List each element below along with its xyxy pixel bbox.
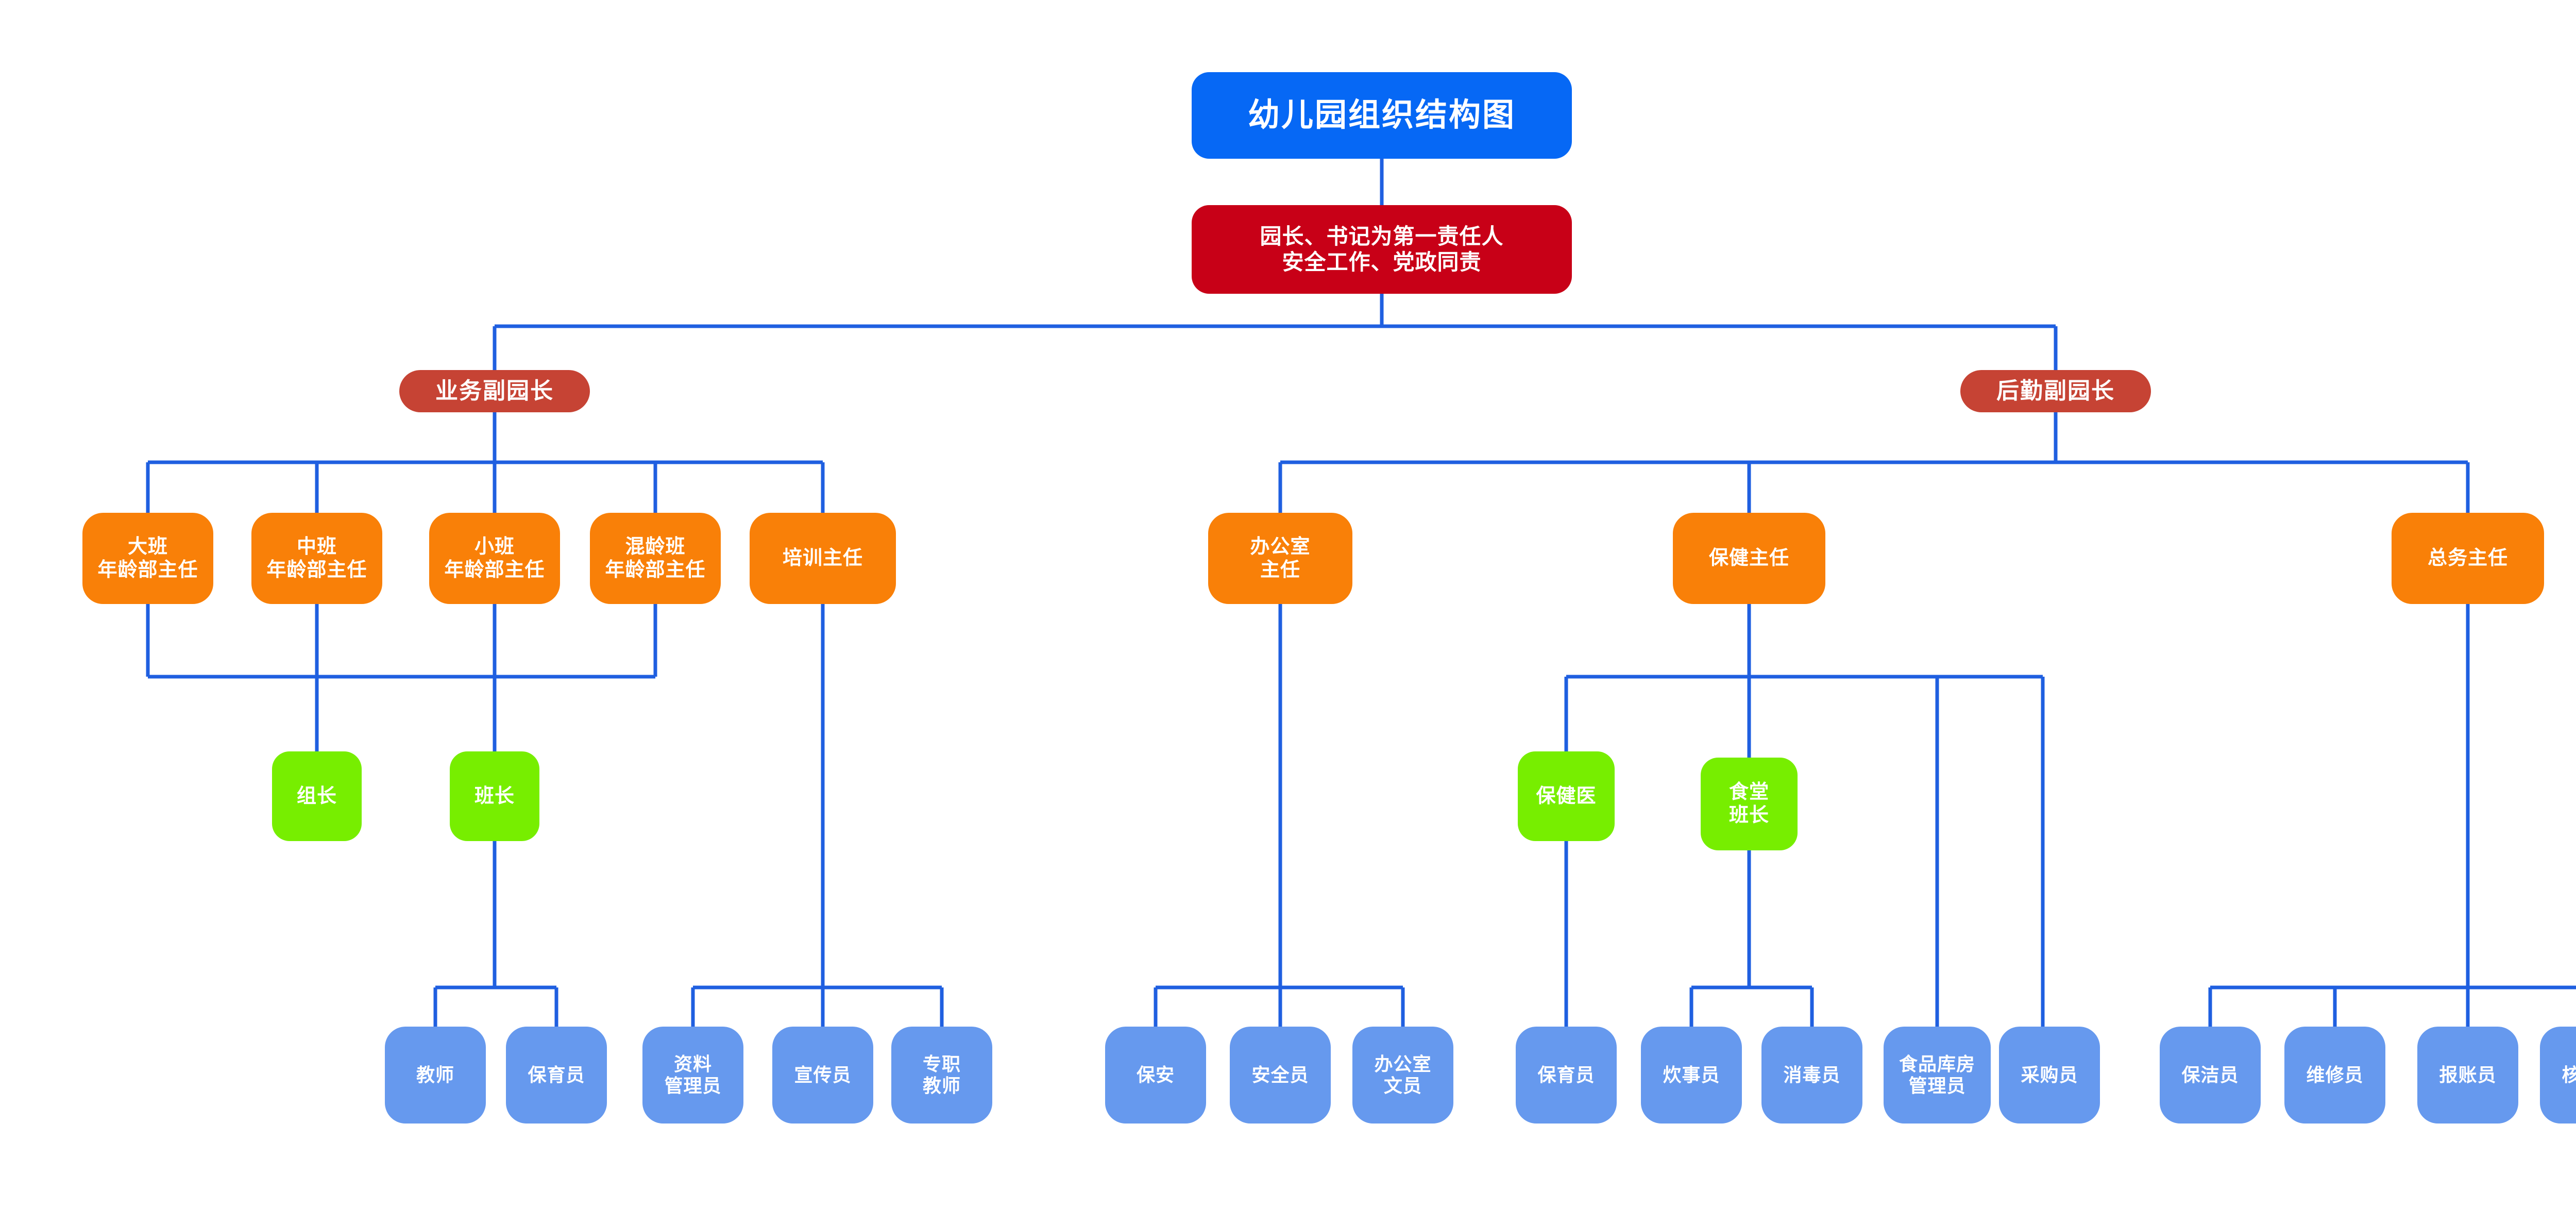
node-staff-publicist[interactable]: 宣传员 (772, 1027, 873, 1124)
node-root-title[interactable]: 幼儿园组织结构图 (1192, 72, 1572, 159)
node-staff-office-clerk[interactable]: 办公室 文员 (1352, 1027, 1453, 1124)
node-leader-class[interactable]: 班长 (450, 751, 539, 841)
node-staff-safety-officer[interactable]: 安全员 (1230, 1027, 1331, 1124)
node-staff-repairman[interactable]: 维修员 (2284, 1027, 2385, 1124)
node-staff-purchaser[interactable]: 采购员 (1999, 1027, 2100, 1124)
node-director-small-class[interactable]: 小班 年龄部主任 (429, 513, 560, 604)
node-staff-accountant-reporting[interactable]: 报账员 (2417, 1027, 2518, 1124)
node-director-big-class[interactable]: 大班 年龄部主任 (82, 513, 213, 604)
node-staff-fulltime-teacher[interactable]: 专职 教师 (891, 1027, 992, 1124)
node-vice-principal-business[interactable]: 业务副园长 (399, 370, 590, 412)
node-leader-health-doctor[interactable]: 保健医 (1518, 751, 1615, 841)
node-staff-nursery-teacher-health[interactable]: 保育员 (1516, 1027, 1617, 1124)
node-staff-security-guard[interactable]: 保安 (1105, 1027, 1206, 1124)
node-leader-group[interactable]: 组长 (272, 751, 362, 841)
node-director-training[interactable]: 培训主任 (750, 513, 896, 604)
node-director-health[interactable]: 保健主任 (1673, 513, 1825, 604)
node-director-general-affairs[interactable]: 总务主任 (2392, 513, 2544, 604)
node-staff-archivist[interactable]: 资料 管理员 (642, 1027, 743, 1124)
node-vice-principal-logistics[interactable]: 后勤副园长 (1960, 370, 2151, 412)
node-staff-cook[interactable]: 炊事员 (1641, 1027, 1742, 1124)
node-staff-disinfector[interactable]: 消毒员 (1761, 1027, 1862, 1124)
node-director-office[interactable]: 办公室 主任 (1208, 513, 1352, 604)
node-staff-food-storage-manager[interactable]: 食品库房 管理员 (1884, 1027, 1991, 1124)
node-responsibility-statement[interactable]: 园长、书记为第一责任人 安全工作、党政同责 (1192, 205, 1572, 294)
node-staff-teacher[interactable]: 教师 (385, 1027, 486, 1124)
node-director-mid-class[interactable]: 中班 年龄部主任 (251, 513, 382, 604)
node-staff-nursery-teacher-class[interactable]: 保育员 (506, 1027, 607, 1124)
node-staff-accountant-calculation[interactable]: 核算员 (2540, 1027, 2576, 1124)
node-director-mixed-class[interactable]: 混龄班 年龄部主任 (590, 513, 721, 604)
node-staff-cleaner[interactable]: 保洁员 (2160, 1027, 2261, 1124)
node-leader-canteen[interactable]: 食堂 班长 (1701, 758, 1798, 850)
